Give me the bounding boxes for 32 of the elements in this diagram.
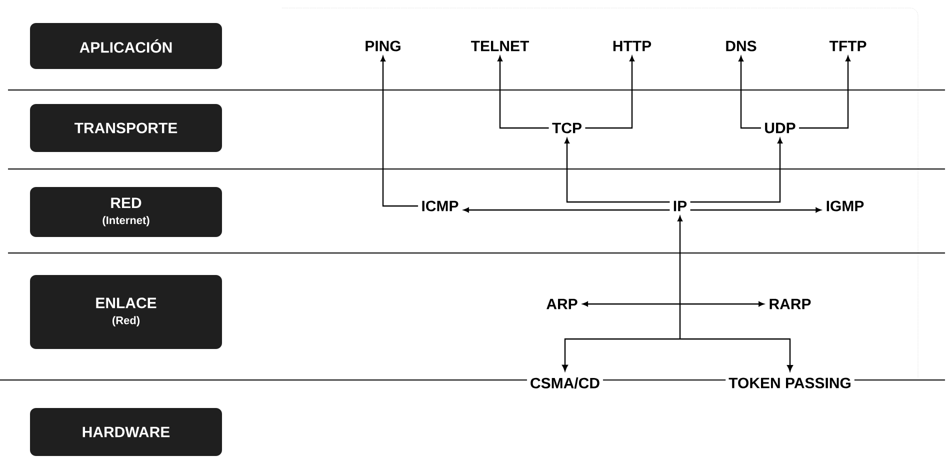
- protocol-label: TOKEN PASSING: [726, 374, 854, 392]
- layer-box: ENLACE (Red): [30, 275, 222, 349]
- protocol-label: TELNET: [468, 38, 532, 54]
- layer-box: TRANSPORTE: [30, 104, 222, 152]
- protocol-label: DNS: [722, 38, 760, 54]
- arrow: [690, 208, 822, 212]
- arrow: [582, 302, 764, 306]
- protocol-label: UDP: [761, 120, 799, 136]
- protocol-label: RARP: [766, 296, 814, 312]
- protocol-label: ICMP: [418, 198, 462, 214]
- layer-box: HARDWARE: [30, 408, 222, 456]
- layer-box: APLICACIÓN: [30, 23, 222, 69]
- protocol-label: CSMA/CD: [527, 374, 603, 392]
- protocol-label: IGMP: [822, 198, 868, 214]
- protocol-label: ARP: [543, 296, 581, 312]
- arrow: [678, 216, 682, 339]
- arrow: [498, 56, 549, 129]
- protocol-label: TCP: [549, 120, 585, 136]
- arrow: [690, 138, 782, 203]
- arrow: [562, 338, 680, 372]
- arrow: [680, 338, 793, 372]
- arrow: [799, 56, 850, 129]
- arrow: [380, 56, 418, 207]
- protocol-label: TFTP: [826, 38, 870, 54]
- layer-box: RED (Internet): [30, 187, 222, 237]
- arrow: [564, 138, 670, 203]
- protocol-label: PING: [362, 38, 404, 54]
- protocol-label: IP: [670, 198, 690, 214]
- arrow: [738, 56, 761, 129]
- protocol-label: HTTP: [609, 38, 655, 54]
- arrow: [464, 208, 670, 212]
- arrow: [585, 56, 634, 129]
